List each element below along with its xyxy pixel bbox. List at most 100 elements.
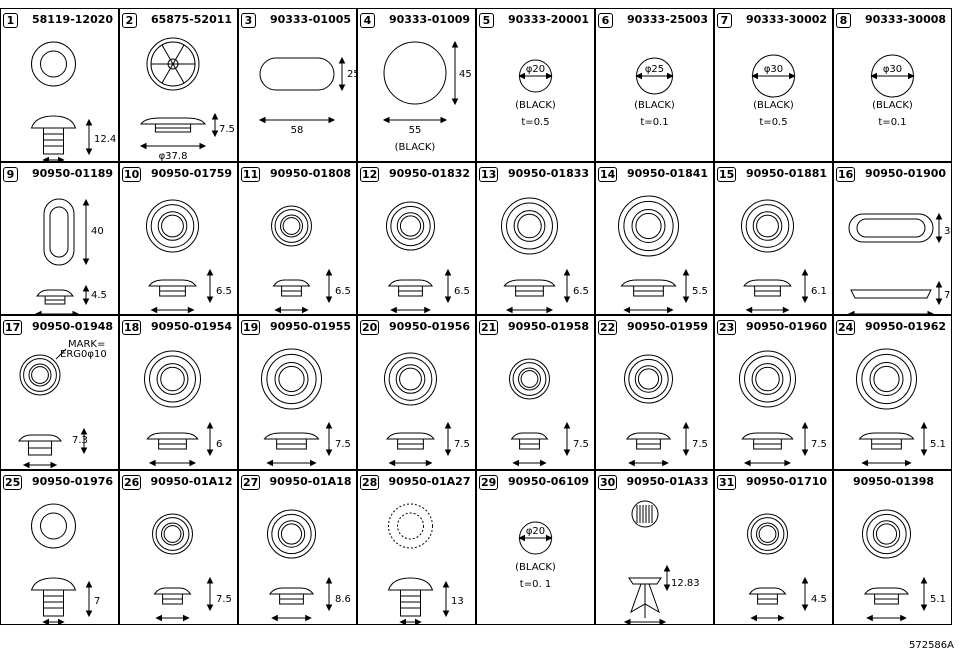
arrow-head (563, 268, 571, 276)
part-number: 90950-01958 (507, 320, 590, 333)
spoke-line (172, 44, 185, 65)
cap-inner-ring (40, 50, 67, 78)
part-number: 90333-30008 (864, 13, 947, 26)
arrow-head (82, 198, 90, 206)
grommet-hole-ring (517, 213, 542, 239)
grommet-hole-ring (399, 215, 422, 237)
cap-stem (43, 128, 64, 155)
grommet-flange-ring (506, 202, 553, 250)
mark-leader (55, 348, 67, 360)
part-number: 90950-01A12 (150, 475, 233, 488)
oblong-grommet-outline (43, 198, 75, 266)
grommet-hole-ring (399, 367, 422, 391)
part-drawing: 12.83φ27.4 (623, 500, 700, 625)
arrow-head (206, 421, 214, 429)
arrow-head (424, 306, 431, 314)
arrow-head (778, 614, 785, 622)
arrow-head (390, 306, 397, 314)
part-number: 90950-01948 (31, 320, 114, 333)
grommet-inner-ring (752, 211, 783, 241)
item-number-badge: 19 (241, 320, 261, 335)
item-number-badge: 7 (717, 13, 732, 28)
cap-outer-ring (388, 503, 433, 549)
grommet-outer-ring (501, 197, 558, 255)
side-flange (18, 434, 62, 442)
arrow-head (211, 112, 219, 120)
side-flange (146, 432, 199, 440)
grommet-inner-ring (277, 520, 306, 548)
mark-label: ERG0φ10 (60, 349, 107, 360)
grommet-flange-ring (512, 362, 547, 396)
arrow-head (211, 130, 219, 138)
arrow-head (50, 461, 58, 469)
dimension-label: 45 (459, 69, 472, 80)
grommet-hole-ring (31, 366, 49, 384)
arrow-head (920, 576, 928, 584)
arrow-head (870, 72, 877, 80)
side-flange (268, 587, 315, 595)
dimension-label: 5.1 (930, 439, 946, 450)
part-number: 90950-01954 (150, 320, 233, 333)
part-drawing: 6.5φ24.5 (146, 199, 232, 314)
cap-stem (400, 590, 421, 617)
grommet-flange-ring (149, 355, 196, 403)
dimension-label: (BLACK) (634, 100, 675, 111)
arrow-head (442, 580, 450, 588)
part-drawing: 5.5φ8.7 (618, 195, 708, 314)
dimension-label: t=0.5 (759, 117, 787, 128)
arrow-head (139, 142, 147, 150)
grommet-outer-ring (624, 354, 673, 404)
cap-dome (387, 577, 434, 591)
oblong-grommet-hole (856, 218, 926, 238)
arrow-head (206, 449, 214, 457)
arrow-head (935, 280, 943, 288)
part-drawing: 6.5φ16.9 (271, 205, 351, 314)
side-flange (741, 432, 794, 440)
item-number-badge: 1 (3, 13, 18, 28)
grommet-hole-ring (875, 523, 898, 545)
part-drawing: 4.5φ25.5 (747, 513, 827, 625)
dimension-label: 7.5 (335, 439, 351, 450)
grommet-inner-ring (395, 364, 426, 394)
dimension-label: 4.5 (811, 594, 827, 605)
dimension-label: (BLACK) (872, 100, 913, 111)
grommet-outer-ring (856, 348, 917, 410)
grommet-flange-ring (750, 517, 785, 551)
item-number-badge: 21 (479, 320, 499, 335)
arrow-head (444, 268, 452, 276)
arrow-head (667, 72, 674, 80)
arrow-head (663, 564, 671, 572)
grommet-flange-ring (266, 353, 317, 405)
arrow-head (22, 461, 30, 469)
grommet-flange-ring (390, 205, 431, 247)
arrow-head (563, 449, 571, 457)
part-number: 90950-01881 (745, 167, 828, 180)
dimension-label: 7.5 (216, 594, 232, 605)
arrow-head (659, 618, 667, 625)
arrow-head (444, 449, 452, 457)
part-drawing: φ30(BLACK)t=0.1 (870, 54, 915, 128)
side-flange (36, 289, 74, 297)
part-number: 90333-01009 (388, 13, 471, 26)
grommet-flange-ring (623, 200, 674, 252)
dimension-label: 6.1 (811, 286, 827, 297)
grommet-hole-ring (758, 525, 777, 543)
part-number: 90950-01832 (388, 167, 471, 180)
grommet-inner-ring (634, 365, 663, 393)
item-number-badge: 30 (598, 475, 618, 490)
part-number: 90333-25003 (626, 13, 709, 26)
item-number-badge: 17 (3, 320, 23, 335)
grommet-outer-ring (741, 199, 794, 253)
part-number: 90950-01710 (745, 475, 828, 488)
grommet-inner-ring (280, 214, 303, 238)
side-flange (387, 279, 434, 287)
side-flange (148, 279, 197, 287)
